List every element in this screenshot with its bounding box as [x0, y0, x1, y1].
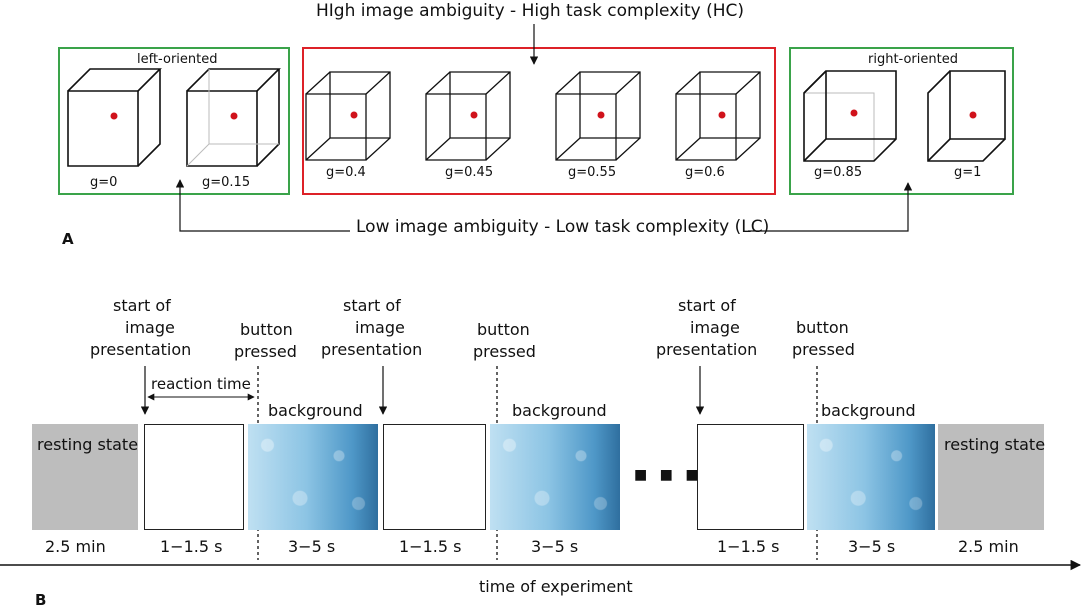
- start-label: start of: [678, 296, 736, 315]
- button-pressed-label: pressed: [792, 340, 855, 359]
- button-pressed-label: pressed: [234, 342, 297, 361]
- start-label: presentation: [656, 340, 758, 359]
- duration-label: 1−1.5 s: [717, 537, 780, 556]
- image-frame: [144, 424, 244, 530]
- image-frame: [697, 424, 804, 530]
- duration-label: 2.5 min: [958, 537, 1019, 556]
- button-pressed-label: pressed: [473, 342, 536, 361]
- button-pressed-label: button: [796, 318, 849, 337]
- start-label: start of: [343, 296, 401, 315]
- cube-g-label: g=0.4: [326, 165, 366, 180]
- cube-g06: [675, 71, 761, 161]
- cube-g045: [425, 71, 511, 161]
- cube-g-label: g=0.55: [568, 165, 617, 180]
- start-label: image: [125, 318, 175, 337]
- duration-label: 1−1.5 s: [399, 537, 462, 556]
- resting-state-right: [938, 424, 1044, 530]
- cube-g0: [67, 68, 162, 167]
- start-label: start of: [113, 296, 171, 315]
- start-label: presentation: [90, 340, 192, 359]
- image-frame: [383, 424, 486, 530]
- cube-g1: [927, 70, 1006, 162]
- right-oriented-group: [789, 47, 1014, 195]
- duration-label: 3−5 s: [848, 537, 896, 556]
- cube-g-label: g=0.6: [685, 165, 725, 180]
- lc-arrow-right: [748, 182, 913, 232]
- left-oriented-group: [58, 47, 290, 195]
- start-label: image: [690, 318, 740, 337]
- lc-label: Low image ambiguity - Low task complexit…: [356, 217, 770, 237]
- cube-g-label: g=0.85: [814, 165, 863, 180]
- lc-arrow-left: [175, 179, 350, 232]
- cube-g085: [803, 70, 897, 162]
- duration-label: 2.5 min: [45, 537, 106, 556]
- button-pressed-label: button: [477, 320, 530, 339]
- cube-g015: [186, 68, 281, 167]
- background-image: [807, 424, 935, 530]
- cube-g-label: g=0: [90, 175, 118, 190]
- time-axis-label: time of experiment: [479, 577, 633, 596]
- background-label: background: [268, 401, 363, 420]
- background-label: background: [512, 401, 607, 420]
- reaction-time-label: reaction time: [151, 375, 251, 393]
- duration-label: 3−5 s: [288, 537, 336, 556]
- resting-state-label: resting state: [944, 435, 1046, 454]
- duration-label: 3−5 s: [531, 537, 579, 556]
- duration-label: 1−1.5 s: [160, 537, 223, 556]
- start-label: presentation: [321, 340, 423, 359]
- right-oriented-label: right-oriented: [868, 52, 958, 67]
- resting-state-label: resting state: [37, 435, 139, 454]
- high-complexity-group: [302, 47, 776, 195]
- button-pressed-label: button: [240, 320, 293, 339]
- start-label: image: [355, 318, 405, 337]
- cube-g-label: g=1: [954, 165, 982, 180]
- hc-label: HIgh image ambiguity - High task complex…: [316, 1, 745, 21]
- background-image: [248, 424, 378, 530]
- left-oriented-label: left-oriented: [137, 52, 218, 67]
- ellipsis: ■ ■ ■: [634, 467, 703, 483]
- panel-letter-b: B: [35, 591, 47, 609]
- resting-state-left: [32, 424, 138, 530]
- panel-letter-a: A: [62, 230, 74, 248]
- cube-g055: [555, 71, 641, 161]
- cube-g-label: g=0.45: [445, 165, 494, 180]
- background-image: [490, 424, 620, 530]
- cube-g04: [305, 71, 391, 161]
- background-label: background: [821, 401, 916, 420]
- cube-g-label: g=0.15: [202, 175, 251, 190]
